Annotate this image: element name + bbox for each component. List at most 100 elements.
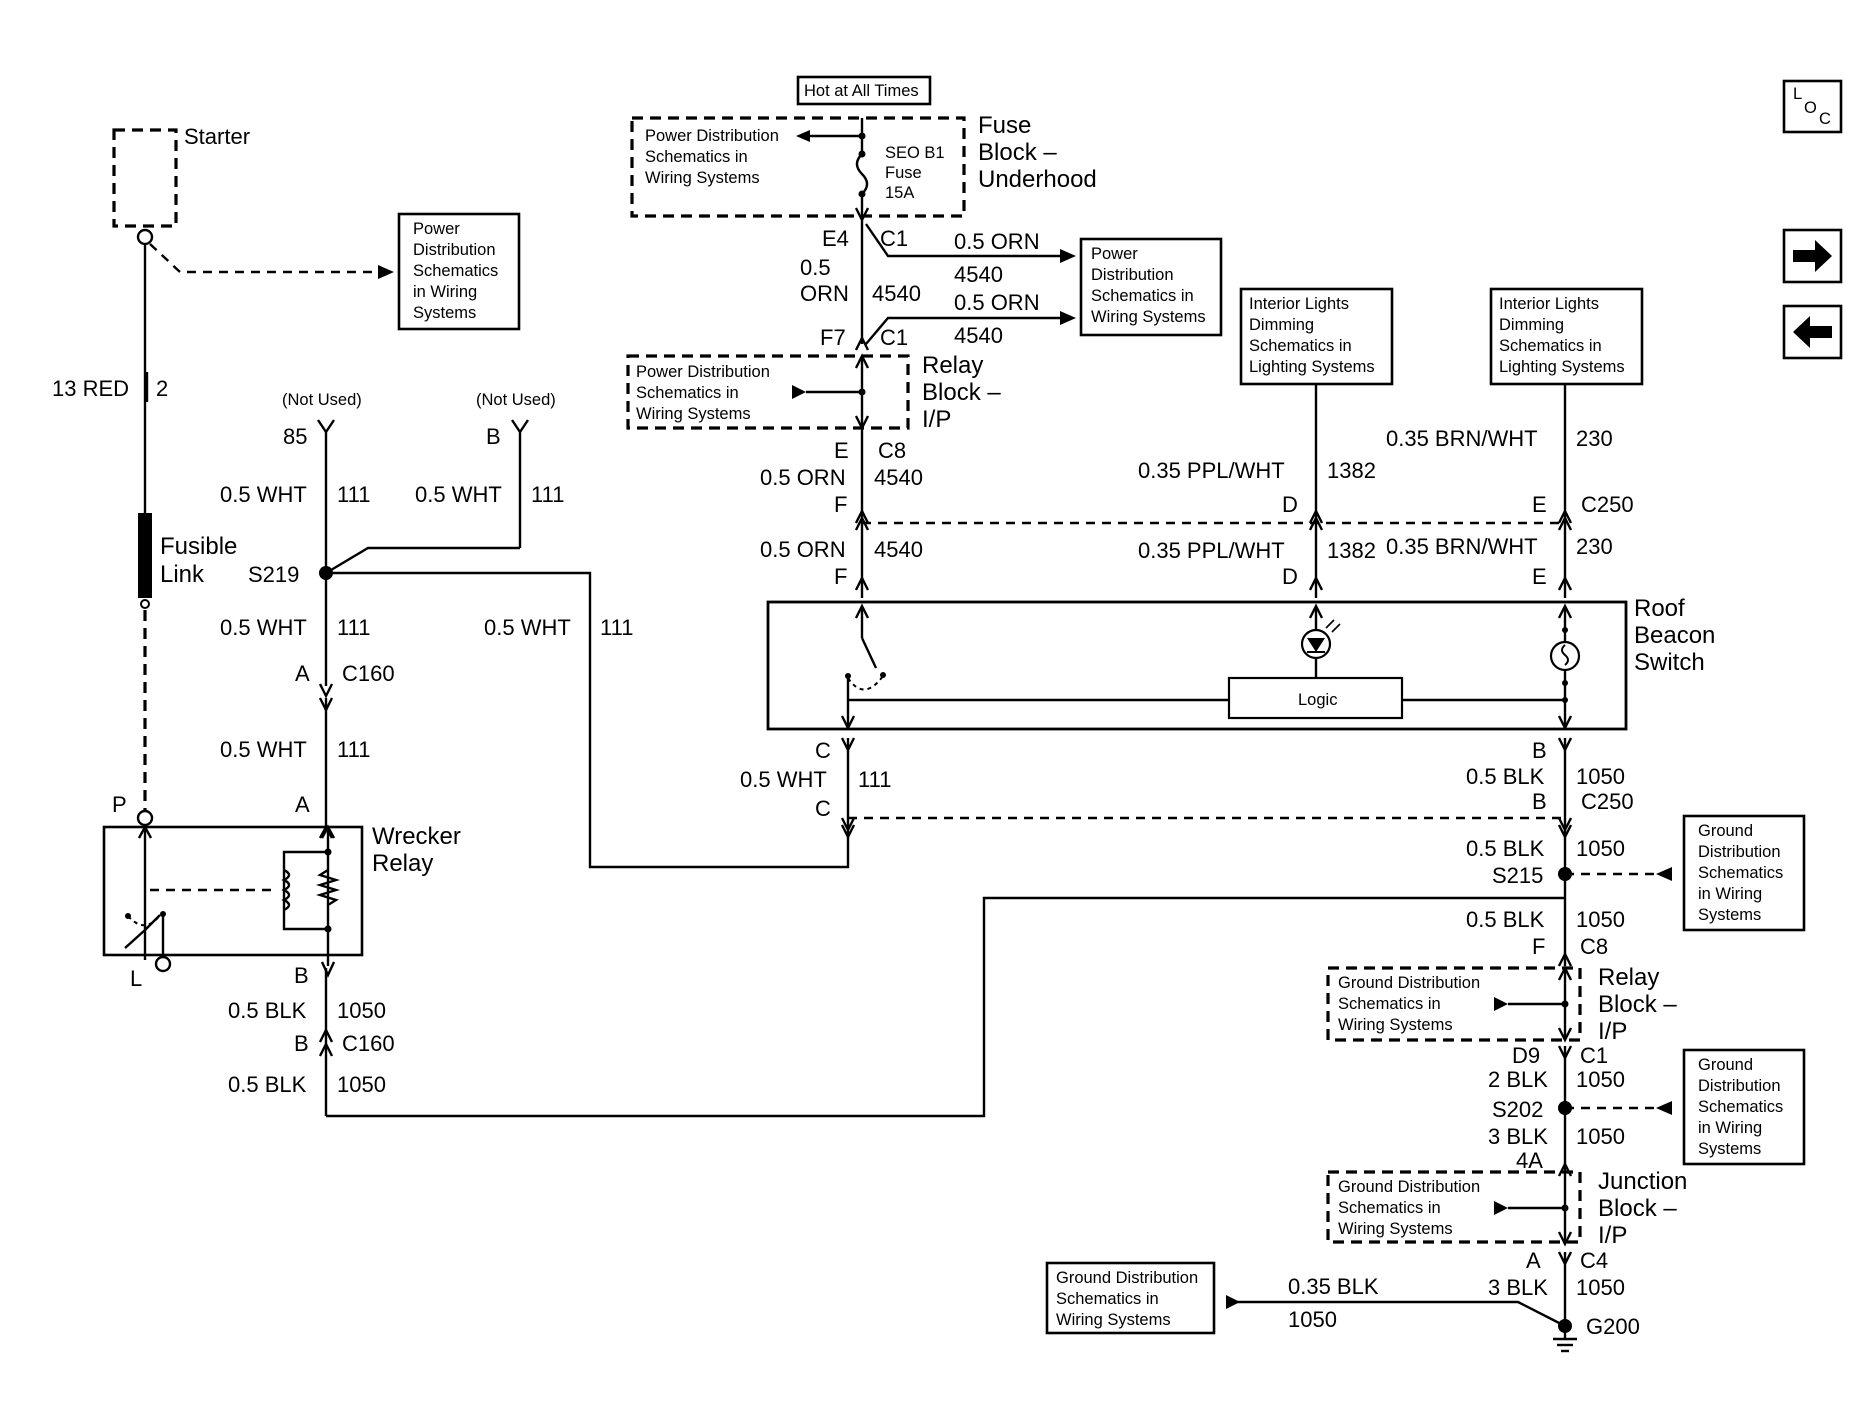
starter-terminal (136, 228, 154, 246)
wire-ppl-2: 0.35 PPL/WHT (1138, 538, 1285, 563)
il1-l4: Lighting Systems (1249, 358, 1375, 376)
wire-blk-3: 0.5 BLK (1466, 764, 1545, 789)
pd-right-l4: Wiring Systems (1091, 308, 1206, 326)
wire-blk3-2: 3 BLK (1488, 1275, 1548, 1300)
pd-starter-box (397, 212, 521, 331)
roof-l1: Roof (1634, 595, 1685, 622)
relay-r-l1: Relay (1598, 964, 1659, 991)
wire-4540-3: 4540 (954, 323, 1003, 348)
wire-half: 0.5 (800, 255, 831, 280)
loc-icon-c: C (1819, 110, 1831, 128)
label-g200: G200 (1586, 1314, 1640, 1339)
wire-4540-4: 4540 (874, 465, 923, 490)
gd-junction-l3: Wiring Systems (1338, 1220, 1453, 1238)
wire-orn-3: 0.5 ORN (760, 465, 846, 490)
not-used-85: (Not Used) (282, 391, 362, 409)
logic-box (1227, 676, 1404, 720)
il-box-1 (1239, 287, 1394, 386)
relay-block-right (1326, 966, 1582, 1042)
label-c8-bottom: C8 (1580, 934, 1608, 959)
roof-beacon-switch: Roof Beacon Switch Logic (766, 595, 1715, 731)
roof-pin-d: D (1282, 564, 1298, 589)
logic-label: Logic (1298, 691, 1337, 709)
label-c160-top: C160 (342, 661, 395, 686)
c250-pin-f: F (834, 492, 847, 517)
wire-1050-9: 1050 (1288, 1307, 1337, 1332)
gd-relay-l1: Ground Distribution (1338, 974, 1480, 992)
loc-icon-l: L (1793, 85, 1802, 103)
fuse-l1: SEO B1 (885, 144, 945, 162)
wire-blk-1: 0.5 BLK (228, 998, 307, 1023)
label-s219: S219 (248, 562, 299, 587)
wire-blk-4: 0.5 BLK (1466, 836, 1545, 861)
gd-right-box-1 (1682, 814, 1806, 932)
wire-1050-6: 1050 (1576, 1067, 1625, 1092)
wire-wht-6: 0.5 WHT (740, 767, 827, 792)
gd-junction-l1: Ground Distribution (1338, 1178, 1480, 1196)
arrow-right-icon[interactable] (1782, 228, 1843, 284)
wire-1382-1: 1382 (1327, 458, 1376, 483)
wire-blk-5: 0.5 BLK (1466, 907, 1545, 932)
label-c250-top: C250 (1581, 492, 1634, 517)
gd-r2-l4: in Wiring (1698, 1119, 1762, 1137)
starter-label: Starter (184, 124, 250, 149)
interior-lights-section: Interior Lights Dimming Schematics in Li… (1138, 287, 1644, 598)
gd-right-box-2 (1682, 1048, 1806, 1166)
wire-230-2: 230 (1576, 534, 1613, 559)
label-c8-top: C8 (878, 438, 906, 463)
label-s215: S215 (1492, 863, 1543, 888)
c8-pin-f: F (1532, 934, 1545, 959)
wire-1050-2: 1050 (337, 1072, 386, 1097)
gd-r2-l2: Distribution (1698, 1077, 1781, 1095)
gd-r2-l5: Systems (1698, 1140, 1761, 1158)
fuse-block-l1: Fuse (978, 112, 1031, 139)
c160-pin-b: B (294, 1031, 309, 1056)
starter-to-pd-dashed (149, 243, 378, 274)
c8-pin-e: E (834, 438, 849, 463)
wire-blk-2: 0.5 BLK (228, 1072, 307, 1097)
fuse-block-l2: Block – (978, 139, 1057, 166)
wire-111-1: 111 (337, 482, 370, 507)
roof-pin-e: E (1532, 564, 1547, 589)
pin-b-top: B (486, 424, 501, 449)
relay-block-box (626, 354, 910, 430)
c4-pin-a: A (1526, 1248, 1541, 1273)
pd-starter-l3: Schematics (413, 262, 498, 280)
starter-box (112, 128, 178, 228)
hot-at-all-times-box (796, 75, 932, 106)
relay-block-l3: I/P (922, 406, 951, 433)
pd-right-l2: Distribution (1091, 266, 1174, 284)
wire-4540-1: 4540 (954, 262, 1003, 287)
pin-85: 85 (283, 424, 307, 449)
fusible-link (138, 513, 152, 598)
label-s202: S202 (1492, 1097, 1543, 1122)
arrow-left-icon[interactable] (1782, 304, 1843, 360)
wire-wht-3: 0.5 WHT (220, 615, 307, 640)
junction-l1: Junction (1598, 1168, 1687, 1195)
gd-relay-l2: Schematics in (1338, 995, 1441, 1013)
gd-relay-l3: Wiring Systems (1338, 1016, 1453, 1034)
c250-pin-b-top: B (1532, 738, 1547, 763)
wire-wht-4: 0.5 WHT (484, 615, 571, 640)
wire-wht-5: 0.5 WHT (220, 737, 307, 762)
fuse-l2: Fuse (885, 164, 922, 182)
pd-fuse-l1: Power Distribution (645, 127, 779, 145)
roof-switch-box (766, 600, 1628, 731)
fuse-block-l3: Underhood (978, 166, 1097, 193)
pd-fuse-l2: Schematics in (645, 148, 748, 166)
c250-pin-c-top: C (815, 738, 831, 763)
junction-block-box (1326, 1170, 1582, 1244)
wrecker-relay-box (102, 825, 364, 957)
wire-1050-3: 1050 (1576, 764, 1625, 789)
wire-4540-2: 4540 (872, 281, 921, 306)
wire-wht-1: 0.5 WHT (220, 482, 307, 507)
relay-block-l1: Relay (922, 352, 983, 379)
not-used-b: (Not Used) (476, 391, 556, 409)
wrecker-label-1: Wrecker (372, 823, 461, 850)
wire-230-1: 230 (1576, 426, 1613, 451)
gd-junction-l2: Schematics in (1338, 1199, 1441, 1217)
pin-4a: 4A (1516, 1148, 1543, 1173)
gd-bottom-box (1045, 1261, 1216, 1335)
wire-1050-5: 1050 (1576, 907, 1625, 932)
loc-icon[interactable]: L O C (1782, 79, 1843, 134)
